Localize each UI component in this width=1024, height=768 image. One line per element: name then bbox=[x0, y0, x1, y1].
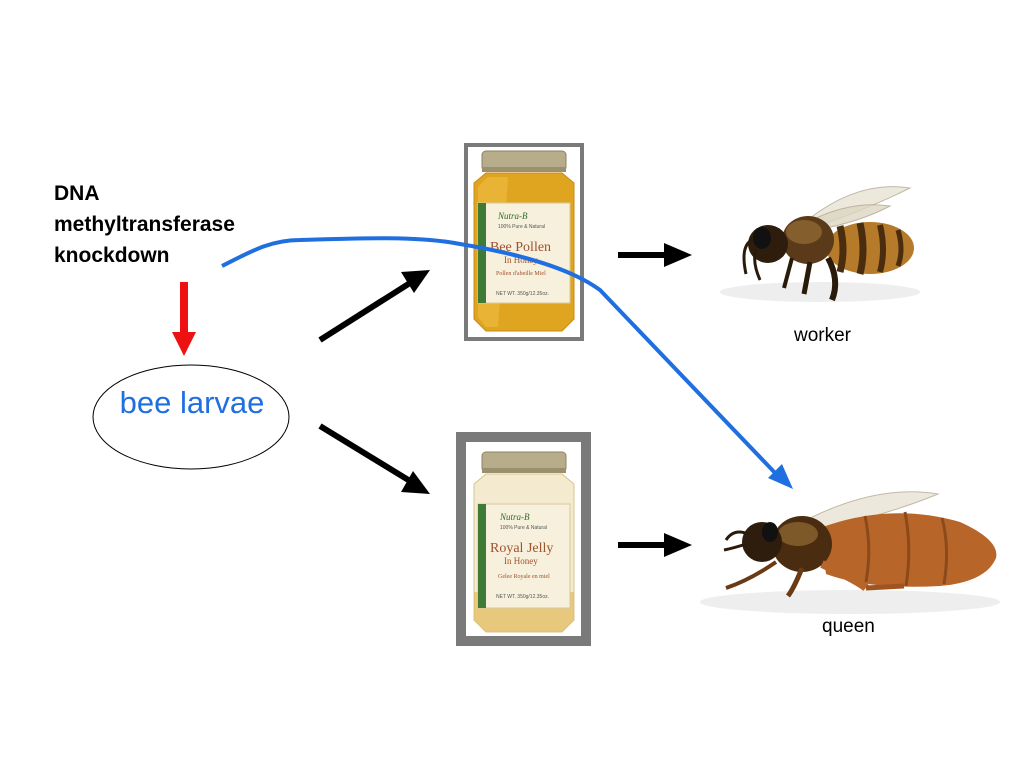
royal-subtitle: In Honey bbox=[504, 556, 538, 566]
royal-tagline: 100% Pure & Natural bbox=[500, 525, 547, 531]
larvae-label: bee larvae bbox=[94, 385, 290, 437]
pollen-tagline: 100% Pure & Natural bbox=[498, 224, 545, 230]
royal-jelly-jar: Nutra-B 100% Pure & Natural Royal Jelly … bbox=[466, 442, 581, 636]
pollen-subtitle: In Honey bbox=[504, 255, 538, 265]
arrow-to-pollen bbox=[320, 270, 430, 340]
bee-pollen-jar-frame: Nutra-B 100% Pure & Natural Bee Pollen I… bbox=[464, 143, 584, 341]
pollen-weight: NET WT. 350g/12.35oz. bbox=[496, 291, 549, 297]
royal-title: Royal Jelly bbox=[490, 541, 553, 556]
pollen-french: Pollen d'abeille Miel bbox=[496, 271, 546, 277]
queen-label: queen bbox=[822, 616, 875, 638]
arrow-to-worker bbox=[618, 243, 692, 267]
royal-jelly-jar-frame: Nutra-B 100% Pure & Natural Royal Jelly … bbox=[456, 432, 591, 646]
queen-bee-image bbox=[690, 478, 1010, 628]
royal-weight: NET WT. 350g/12.35oz. bbox=[496, 594, 549, 600]
royal-brand: Nutra-B bbox=[499, 512, 530, 522]
royal-french: Gelee Royale en miel bbox=[498, 574, 550, 580]
worker-label: worker bbox=[794, 325, 851, 347]
arrow-to-royal-jelly bbox=[320, 426, 430, 494]
knockdown-arrow bbox=[172, 282, 196, 356]
arrow-to-queen bbox=[618, 533, 692, 557]
pollen-title: Bee Pollen bbox=[490, 240, 551, 255]
worker-bee-image bbox=[700, 170, 920, 310]
bee-pollen-jar: Nutra-B 100% Pure & Natural Bee Pollen I… bbox=[468, 147, 580, 337]
pollen-brand: Nutra-B bbox=[497, 211, 528, 221]
